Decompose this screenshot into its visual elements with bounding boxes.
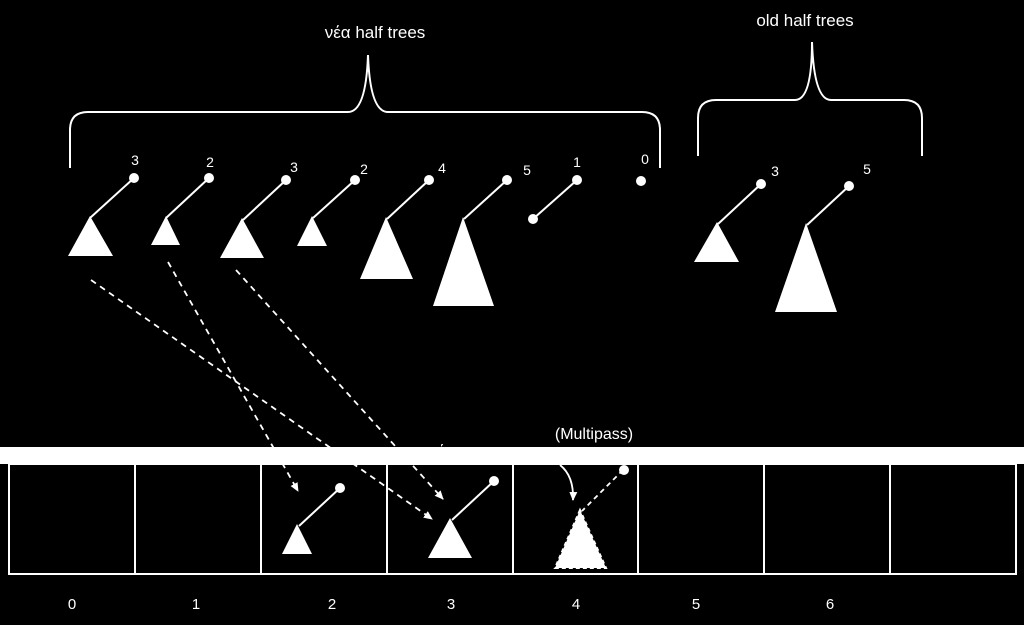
old-half-trees: 3 5 [694, 161, 871, 312]
dashed-arrow [90, 279, 433, 520]
tree-root-node [844, 181, 854, 191]
tree-root-node [335, 483, 345, 493]
half-tree: 1 [528, 154, 582, 224]
tree-rank-label: 1 [573, 154, 581, 170]
tree-root-node [619, 465, 629, 475]
half-tree: 5 [775, 161, 871, 312]
bucket-tree-3 [428, 476, 499, 558]
subtree-triangle [428, 518, 472, 558]
subtree-triangle [151, 216, 180, 245]
subtree-triangle [775, 223, 837, 312]
bucket-index-label: 5 [692, 596, 700, 613]
subtree-triangle [694, 222, 739, 262]
half-tree: 2 [297, 161, 368, 246]
tree-root-node [636, 176, 646, 186]
half-tree: 2 [151, 154, 214, 245]
tree-rank-label: 4 [438, 160, 446, 176]
tree-rank-label: 3 [131, 152, 139, 168]
multipass-arrow [559, 464, 578, 501]
tree-root-node [129, 173, 139, 183]
subtree-triangle [297, 216, 327, 246]
bucket-array: 0 1 2 3 4 5 6 [8, 463, 1017, 613]
tree-root-node [489, 476, 499, 486]
tree-rank-label: 3 [771, 163, 779, 179]
bucket-index-label: 1 [192, 596, 200, 613]
half-tree: 5 [433, 162, 531, 306]
tree-root-node [281, 175, 291, 185]
bucket-tree-4-merged [553, 465, 629, 569]
bucket-index-label: 3 [447, 596, 455, 613]
tree-root-node [350, 175, 360, 185]
tree-root-node [204, 173, 214, 183]
half-tree: 3 [220, 159, 298, 258]
multipass-label: (Multipass) [555, 426, 633, 443]
subtree-triangle [433, 217, 494, 306]
half-tree: 4 [360, 160, 446, 279]
subtree-triangle [282, 524, 312, 554]
subtree-triangle [220, 218, 264, 258]
new-half-trees: 3 2 3 2 4 5 [68, 151, 649, 306]
old-trees-brace [697, 41, 923, 156]
tree-root-node [756, 179, 766, 189]
bucket-index-label: 4 [572, 596, 580, 613]
tree-rank-label: 2 [206, 154, 214, 170]
half-tree: 3 [68, 152, 139, 256]
half-tree: 3 [694, 163, 779, 262]
subtree-triangle [360, 217, 413, 279]
merged-subtree-triangle [553, 507, 608, 569]
new-trees-title: νέα half trees [325, 23, 426, 42]
bucket-tree-2 [282, 483, 345, 554]
new-trees-brace [69, 54, 661, 168]
separator-band [0, 447, 1024, 464]
subtree-triangle [68, 216, 113, 256]
half-tree: 0 [636, 151, 649, 186]
bucket-index-label: 6 [826, 596, 834, 613]
tree-rank-label: 2 [360, 161, 368, 177]
old-trees-title: old half trees [756, 11, 853, 30]
tree-rank-label: 3 [290, 159, 298, 175]
tree-root-node [424, 175, 434, 185]
tree-root-node [572, 175, 582, 185]
tree-rank-label: 0 [641, 151, 649, 167]
tree-root-node [502, 175, 512, 185]
dashed-arrows [90, 261, 444, 520]
tree-rank-label: 5 [523, 162, 531, 178]
tree-leaf-node [528, 214, 538, 224]
bucket-index-label: 2 [328, 596, 336, 613]
tree-rank-label: 5 [863, 161, 871, 177]
bucket-index-label: 0 [68, 596, 76, 613]
